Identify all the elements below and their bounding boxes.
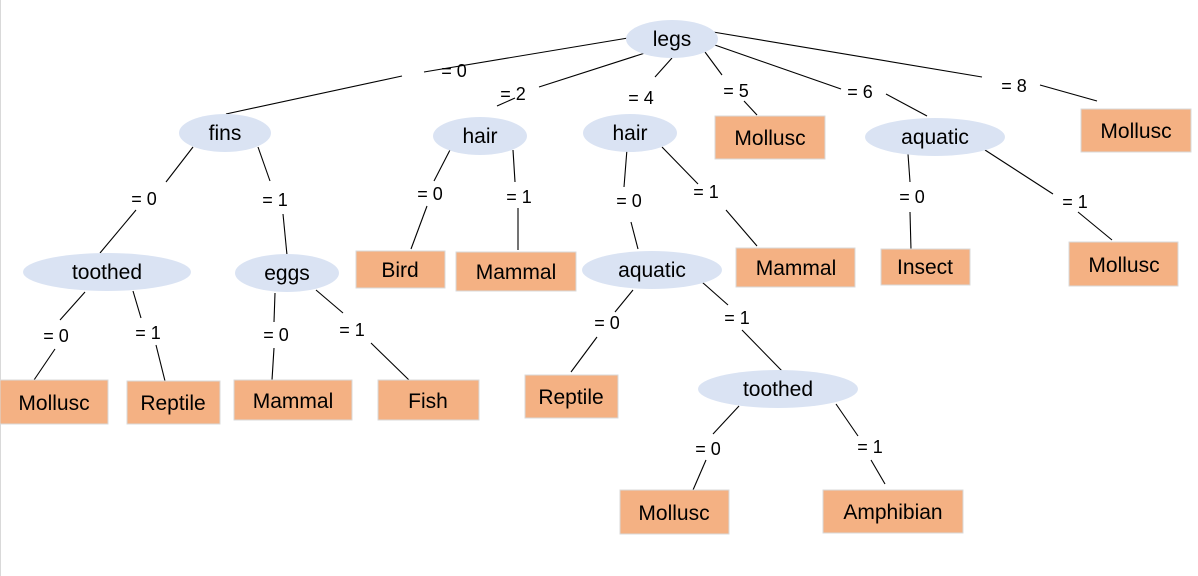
edge-label: = 0 bbox=[43, 326, 69, 346]
edge-label: = 1 bbox=[724, 308, 750, 328]
edge-label: = 0 bbox=[616, 191, 642, 211]
leaf-mammal-hair4: Mammal bbox=[735, 247, 856, 288]
edge-label: = 4 bbox=[628, 88, 654, 108]
edge-labels: = 0 = 2 = 4 = 5 = 6 = 8 = 0 = 1 = 0 = 1 … bbox=[43, 61, 1088, 459]
decision-node-toothed-fins0: toothed bbox=[23, 253, 191, 291]
node-label: aquatic bbox=[618, 259, 686, 282]
node-label: hair bbox=[612, 122, 647, 145]
edge-label: = 1 bbox=[506, 187, 532, 207]
node-label: hair bbox=[462, 125, 497, 148]
edges-level-4 bbox=[692, 403, 886, 491]
node-label: toothed bbox=[72, 261, 142, 284]
edge-label: = 0 bbox=[131, 189, 157, 209]
node-label: toothed bbox=[743, 378, 813, 401]
edges-level-3 bbox=[33, 281, 784, 382]
leaf-mollusc-toothed-aq0: Mollusc bbox=[619, 489, 730, 535]
leaf-mammal-hair2: Mammal bbox=[455, 251, 577, 292]
leaf-label: Bird bbox=[381, 259, 418, 282]
edge-label: = 5 bbox=[723, 81, 749, 101]
edge-label: = 0 bbox=[899, 187, 925, 207]
node-label: legs bbox=[653, 28, 692, 51]
edges-level-2 bbox=[99, 146, 1113, 256]
decision-node-fins: fins bbox=[179, 114, 271, 152]
leaf-label: Mammal bbox=[476, 261, 557, 284]
leaf-label: Fish bbox=[408, 390, 448, 413]
edge-label: = 8 bbox=[1001, 76, 1027, 96]
decision-node-toothed-aq1: toothed bbox=[698, 370, 858, 408]
leaf-label: Mammal bbox=[253, 390, 334, 413]
edge-label: = 0 bbox=[695, 439, 721, 459]
edge-label: = 0 bbox=[417, 184, 443, 204]
edges-legs bbox=[225, 31, 1098, 117]
decision-node-hair-4: hair bbox=[583, 114, 677, 152]
leaf-label: Mollusc bbox=[638, 502, 709, 525]
leaf-label: Mammal bbox=[756, 257, 837, 280]
node-label: eggs bbox=[264, 262, 310, 285]
leaf-label: Mollusc bbox=[1100, 120, 1171, 143]
edge-label: = 0 bbox=[263, 325, 289, 345]
edge-label: = 0 bbox=[594, 313, 620, 333]
edge-label: = 1 bbox=[339, 320, 365, 340]
edge-label: = 1 bbox=[693, 182, 719, 202]
edge-label: = 1 bbox=[262, 190, 288, 210]
leaf-label: Insect bbox=[897, 256, 953, 279]
leaf-label: Mollusc bbox=[1088, 254, 1159, 277]
edge-label: = 0 bbox=[441, 61, 467, 81]
leaf-mammal-eggs0: Mammal bbox=[233, 379, 353, 421]
decision-node-aquatic-hair0: aquatic bbox=[582, 251, 722, 289]
leaf-reptile-toothed1: Reptile bbox=[126, 380, 221, 425]
edge-label: = 1 bbox=[135, 323, 161, 343]
leaf-mollusc-toothed0: Mollusc bbox=[0, 379, 109, 425]
leaf-bird: Bird bbox=[355, 250, 446, 289]
decision-node-aquatic-6: aquatic bbox=[865, 118, 1005, 156]
leaf-insect: Insect bbox=[880, 248, 971, 286]
leaf-amphibian: Amphibian bbox=[822, 489, 964, 534]
leaf-label: Reptile bbox=[140, 392, 205, 415]
leaf-label: Reptile bbox=[538, 386, 603, 409]
node-label: fins bbox=[209, 122, 242, 145]
leaf-reptile-aquatic0: Reptile bbox=[524, 374, 619, 419]
leaf-label: Mollusc bbox=[18, 392, 89, 415]
leaf-label: Mollusc bbox=[734, 127, 805, 150]
decision-node-eggs: eggs bbox=[235, 254, 339, 292]
edge-label: = 1 bbox=[1062, 192, 1088, 212]
edge-label: = 1 bbox=[857, 437, 883, 457]
edge-label: = 2 bbox=[500, 84, 526, 104]
leaf-fish: Fish bbox=[377, 379, 480, 421]
leaf-mollusc-legs5: Mollusc bbox=[714, 115, 826, 160]
decision-node-hair-2: hair bbox=[433, 117, 527, 155]
edge-label: = 6 bbox=[847, 82, 873, 102]
node-label: aquatic bbox=[901, 126, 969, 149]
leaf-mollusc-legs8: Mollusc bbox=[1080, 108, 1192, 153]
leaf-label: Amphibian bbox=[843, 501, 942, 524]
leaf-mollusc-aquatic1: Mollusc bbox=[1068, 241, 1179, 287]
decision-node-legs: legs bbox=[626, 20, 718, 58]
